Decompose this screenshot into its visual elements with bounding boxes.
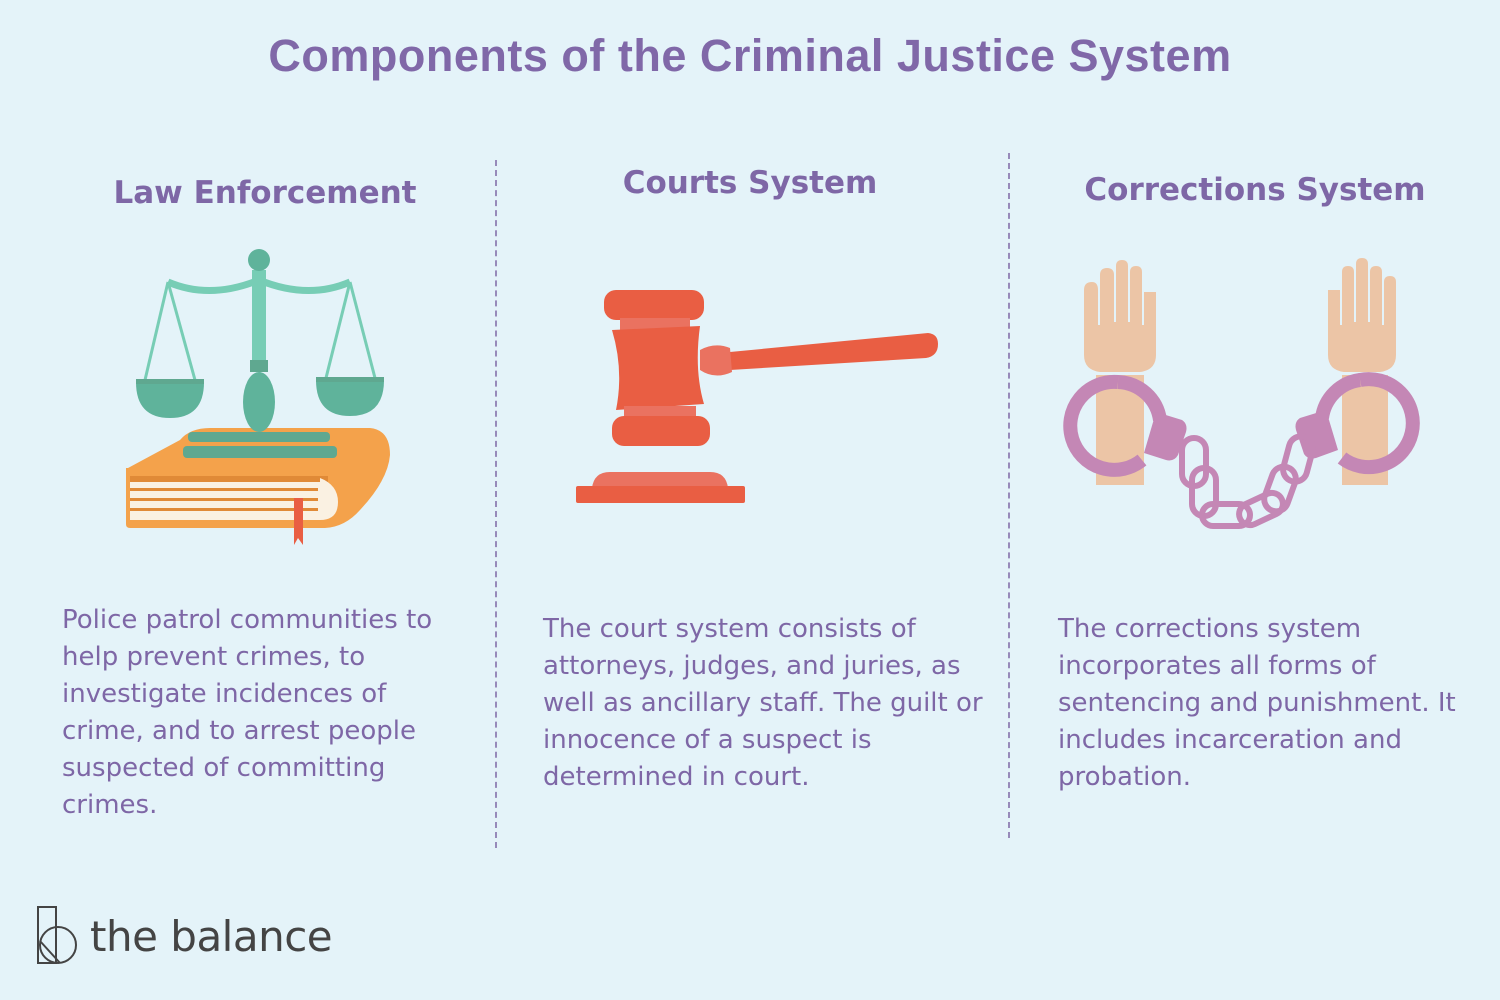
heading-courts-system: Courts System (622, 165, 878, 201)
description-law-enforcement: Police patrol communities to help preven… (62, 605, 433, 820)
balance-logo-icon (37, 906, 77, 964)
brand-logo: the balance (36, 905, 333, 967)
brand-name: the balance (90, 911, 333, 961)
page-title: Components of the Criminal Justice Syste… (268, 30, 1232, 81)
handcuffed-hands-icon (1060, 250, 1440, 544)
heading-law-enforcement: Law Enforcement (113, 175, 417, 211)
column-divider-1 (495, 160, 497, 848)
column-divider-2 (1008, 153, 1010, 838)
gavel-icon (560, 270, 960, 524)
description-corrections-system: The corrections system incorporates all … (1058, 614, 1456, 792)
description-courts-system: The court system consists of attorneys, … (543, 614, 983, 792)
scales-of-justice-on-book-icon (100, 240, 420, 564)
heading-corrections-system: Corrections System (1084, 172, 1426, 208)
